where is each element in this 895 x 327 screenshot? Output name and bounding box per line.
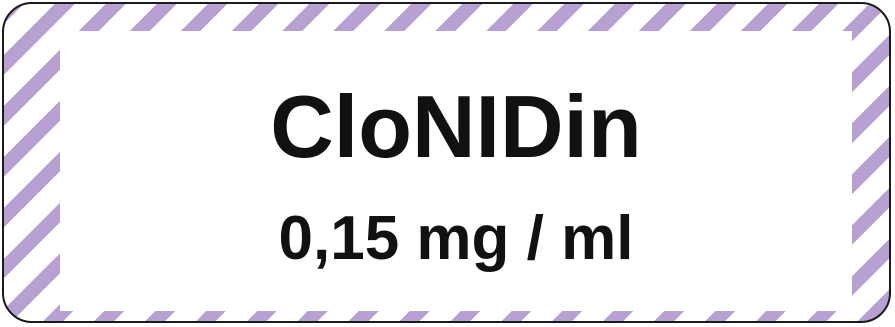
drug-concentration: 0,15 mg / ml bbox=[278, 204, 634, 273]
label-text-area: CloNIDin 0,15 mg / ml bbox=[60, 31, 852, 311]
medication-label: CloNIDin 0,15 mg / ml bbox=[2, 2, 891, 323]
drug-name: CloNIDin bbox=[270, 77, 642, 176]
